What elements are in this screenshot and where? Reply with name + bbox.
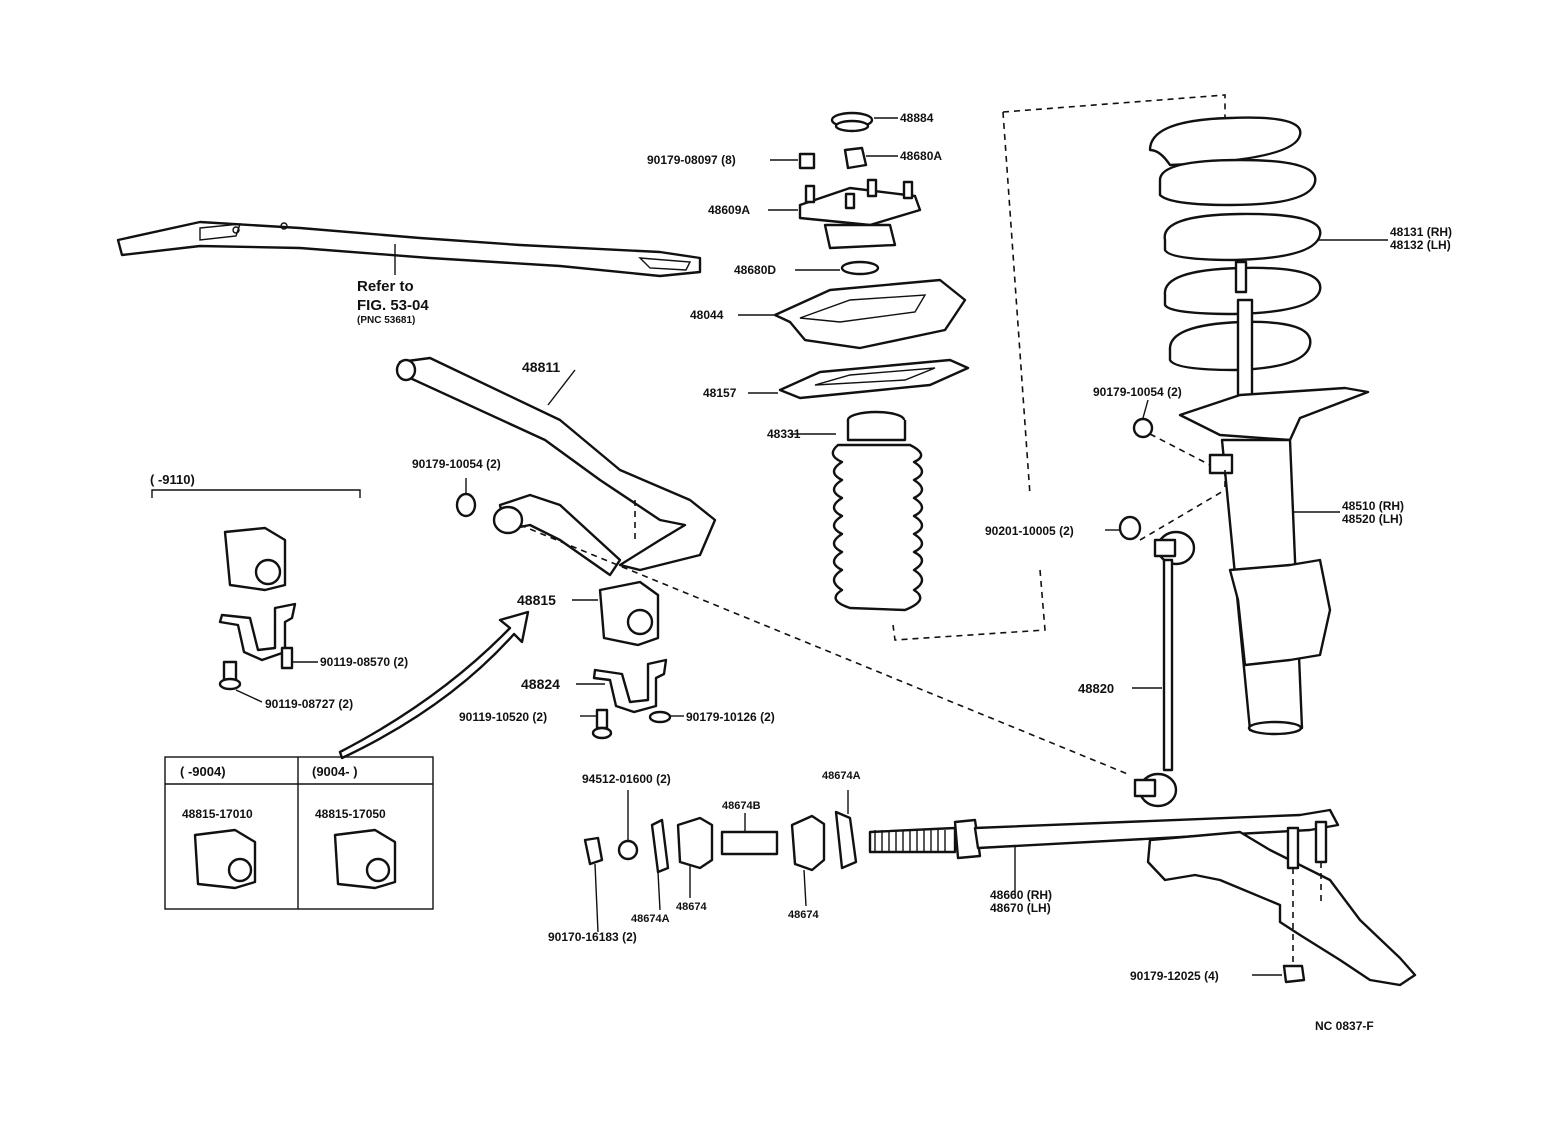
- label-90179-12025: 90179-12025 (4): [1130, 969, 1219, 983]
- label-48884: 48884: [900, 111, 934, 125]
- refer-line2: FIG. 53-04: [357, 297, 429, 314]
- label-90119-08727: 90119-08727 (2): [265, 697, 353, 711]
- label-90201-10005: 90201-10005 (2): [985, 524, 1074, 538]
- strut-rod-bushing-group: [583, 790, 858, 933]
- label-48815: 48815: [517, 592, 556, 608]
- label-48674b: 48674B: [722, 800, 761, 812]
- table-col2-part: 48815-17050: [315, 807, 386, 821]
- label-90179-08097: 90179-08097 (8): [647, 153, 736, 167]
- label-90179-10126: 90179-10126 (2): [686, 710, 775, 724]
- crossmember-drawing: [116, 220, 702, 278]
- refer-line3: (PNC 53681): [357, 315, 415, 326]
- label-90179-10054-left: 90179-10054 (2): [412, 457, 501, 471]
- label-90170-16183: 90170-16183 (2): [548, 930, 637, 944]
- label-48132: 48132 (LH): [1390, 238, 1451, 252]
- bushing-variant-table: [164, 756, 434, 910]
- label-48331: 48331: [767, 427, 801, 441]
- label-48674a-bottom: 48674A: [631, 913, 670, 925]
- label-90119-08570: 90119-08570 (2): [320, 655, 408, 669]
- strut-rod-lower-arm-drawing: [868, 808, 1417, 987]
- range-upto-9004: ( -9004): [180, 764, 226, 779]
- label-48157: 48157: [703, 386, 737, 400]
- shock-strut-drawing: [1178, 386, 1370, 736]
- label-48820: 48820: [1078, 681, 1114, 696]
- label-48811: 48811: [522, 359, 560, 375]
- label-48660: 48660 (RH): [990, 888, 1052, 902]
- stabilizer-link-drawing: [1105, 399, 1226, 808]
- refer-line1: Refer to: [357, 278, 414, 295]
- bushing-bracket-group: [338, 478, 684, 760]
- stabilizer-bar-drawing: [395, 356, 717, 577]
- label-90119-10520: 90119-10520 (2): [459, 710, 547, 724]
- bracket-group-9110: [151, 489, 361, 703]
- coil-spring-drawing: [1148, 116, 1388, 402]
- label-48520: 48520 (LH): [1342, 512, 1403, 526]
- strut-mount-parts-drawing: [738, 111, 970, 612]
- label-48510: 48510 (RH): [1342, 499, 1404, 513]
- figure-code: NC 0837-F: [1315, 1019, 1374, 1033]
- label-48609a: 48609A: [708, 203, 750, 217]
- label-48674-b: 48674: [788, 909, 819, 921]
- label-94512-01600: 94512-01600 (2): [582, 772, 671, 786]
- label-48044: 48044: [690, 308, 724, 322]
- label-48824: 48824: [521, 676, 560, 692]
- label-48680a: 48680A: [900, 149, 942, 163]
- table-col1-part: 48815-17010: [182, 807, 253, 821]
- label-48674a-top: 48674A: [822, 770, 861, 782]
- range-from-9004: (9004- ): [312, 764, 358, 779]
- dashed-assembly-bracket: [892, 94, 1226, 641]
- range-upto-9110: ( -9110): [150, 472, 195, 487]
- label-48674-a: 48674: [676, 901, 707, 913]
- label-48670: 48670 (LH): [990, 901, 1051, 915]
- label-48131: 48131 (RH): [1390, 225, 1452, 239]
- label-90179-10054-right: 90179-10054 (2): [1093, 385, 1182, 399]
- label-48680d: 48680D: [734, 263, 776, 277]
